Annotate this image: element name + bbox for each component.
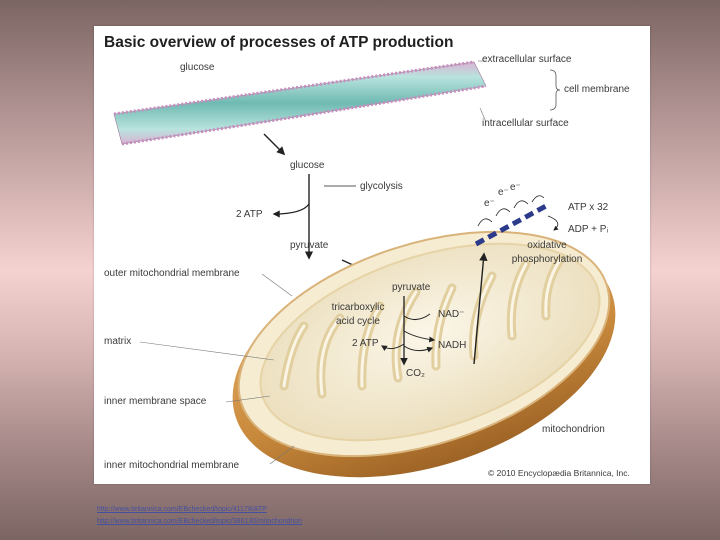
source-link-atp[interactable]: http://www.britannica.com/EBchecked/topi… [97,506,267,513]
intracellular-surface-label: intracellular surface [482,118,569,129]
inner-membrane-space-label: inner membrane space [104,396,207,407]
nad-label: NAD⁻ [438,309,465,320]
inner-mito-membrane-label: inner mitochondrial membrane [104,460,240,471]
mitochondrion-graphic [232,230,616,478]
atp-diagram-graphic [113,60,616,478]
co2-label: CO₂ [406,368,425,379]
cell-membrane-graphic [113,60,487,146]
phosphorylation-label: phosphorylation [511,254,583,265]
mitochondrion-label: mitochondrion [542,424,605,435]
two-atp-tca-label: 2 ATP [352,338,379,349]
diagram-title: Basic overview of processes of ATP produ… [104,34,454,51]
glucose-entry-arrow [263,133,286,156]
glycolysis-label: glycolysis [360,181,403,192]
tca-label-2: acid cycle [336,316,380,327]
electron-label: e⁻ [510,182,521,193]
electron-label: e⁻ [498,187,509,198]
cell-membrane-label: cell membrane [564,84,630,95]
copyright-label: © 2010 Encyclopædia Britannica, Inc. [488,468,630,478]
atp-x32-label: ATP x 32 [568,202,609,213]
two-atp-glycolysis-label: 2 ATP [236,209,263,220]
diagram-panel: Basic overview of processes of ATP produ… [94,26,650,484]
tca-cycle-graphic [380,296,436,366]
oxidative-label: oxidative [527,240,567,251]
adp-pi-label: ADP + Pᵢ [568,224,609,235]
glucose-outside-label: glucose [180,62,215,73]
pyruvate-mito-label: pyruvate [392,282,431,293]
nadh-label: NADH [438,340,467,351]
nadh-to-etc-arrow [473,252,488,365]
source-link-mitochondrion[interactable]: http://www.britannica.com/EBchecked/topi… [97,518,303,525]
glucose-inside-label: glucose [290,160,325,171]
matrix-label: matrix [104,336,132,347]
cell-membrane-bracket [549,69,561,111]
electron-label: e⁻ [484,198,495,209]
tca-label-1: tricarboxylic [331,302,385,313]
outer-membrane-label: outer mitochondrial membrane [104,268,240,279]
extracellular-surface-label: extracellular surface [482,54,572,65]
pyruvate-label: pyruvate [290,240,329,251]
two-atp-arrow [272,203,310,218]
